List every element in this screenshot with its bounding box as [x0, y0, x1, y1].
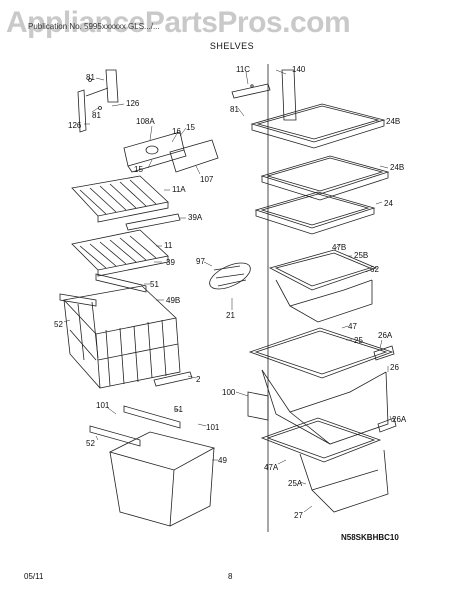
- callout-11c: 11C: [236, 65, 250, 74]
- crisper-cover-47: [248, 327, 394, 379]
- publication-line: Publication No. 5995xxxxxx GLS.../...: [28, 22, 160, 31]
- callout-100: 100: [222, 388, 236, 397]
- glass-shelf-24: [254, 191, 376, 235]
- drawing-code: N58SKBHBC10: [341, 533, 399, 542]
- support-100: [247, 391, 269, 421]
- callout-126: 126: [126, 99, 140, 108]
- callout-27: 27: [294, 511, 303, 520]
- callout-47: 47: [348, 322, 357, 331]
- callout-21: 21: [226, 311, 235, 320]
- callout-26a: 26A: [378, 331, 393, 340]
- callout-25b: 25B: [354, 251, 368, 260]
- callout-101: 101: [96, 401, 110, 410]
- basket-rail-52a: [59, 293, 97, 307]
- callout-15: 15: [186, 123, 195, 132]
- page-header: AppliancePartsPros.com Publication No. 5…: [0, 0, 464, 62]
- basket-rail-51a: [95, 273, 147, 293]
- callout-47a: 47A: [264, 463, 279, 472]
- callout-24b: 24B: [390, 163, 404, 172]
- bracket-126: [77, 69, 119, 133]
- callout-97: 97: [196, 257, 205, 266]
- callout-25: 25: [354, 336, 363, 345]
- callout-24b: 24B: [386, 117, 400, 126]
- crisper-drawer-25b: [275, 279, 373, 323]
- callout-52: 52: [86, 439, 95, 448]
- callout-62: 62: [370, 265, 379, 274]
- wire-shelf-11: [71, 229, 169, 277]
- callout-140: 140: [292, 65, 306, 74]
- callout-51: 51: [150, 280, 159, 289]
- slide-26a: [373, 345, 395, 361]
- leader-lines: [63, 69, 393, 513]
- slide-26a-lower: [377, 417, 397, 433]
- footer-date: 05/11: [24, 572, 44, 581]
- crisper-drawer-27: [299, 449, 389, 513]
- pan-49: [108, 431, 216, 527]
- callout-49b: 49B: [166, 296, 180, 305]
- shelf-rail-11c: [231, 83, 271, 99]
- callout-101: 101: [206, 423, 220, 432]
- callout-16: 16: [172, 127, 181, 136]
- page-number: 8: [228, 572, 233, 581]
- callout-26: 26: [390, 363, 399, 372]
- glass-shelf-24b-lower: [260, 155, 390, 201]
- trim-39a: [125, 213, 181, 231]
- watermark-logo: AppliancePartsPros.com: [6, 6, 351, 39]
- callout-26a: 26A: [392, 415, 407, 424]
- trim-2: [153, 371, 193, 387]
- callout-81: 81: [230, 105, 239, 114]
- wire-basket-49b: [63, 285, 181, 389]
- callout-11: 11: [164, 241, 173, 250]
- parts-diagram: 81 126 81 126 108A 16 15 15 107 11C 140 …: [54, 64, 407, 532]
- crisper-cover-47b: [268, 249, 378, 291]
- callout-108a: 108A: [136, 117, 155, 126]
- callout-47b: 47B: [332, 243, 346, 252]
- section-title: SHELVES: [209, 41, 255, 51]
- callout-11a: 11A: [172, 185, 186, 194]
- callout-81: 81: [86, 73, 95, 82]
- callout-107: 107: [200, 175, 214, 184]
- shelf-bracket-140: [281, 69, 297, 121]
- callout-49: 49: [218, 456, 227, 465]
- callout-15: 15: [134, 165, 143, 174]
- callout-39: 39: [166, 258, 175, 267]
- callout-24: 24: [384, 199, 393, 208]
- callout-2: 2: [196, 375, 201, 384]
- callout-52: 52: [54, 320, 63, 329]
- crisper-cover-47a: [260, 417, 382, 463]
- callout-51: 51: [174, 405, 183, 414]
- callout-81: 81: [92, 111, 101, 120]
- callout-126: 126: [68, 121, 82, 130]
- rail-51b: [123, 405, 181, 429]
- glass-shelf-24b-upper: [250, 103, 386, 149]
- rail-52b: [89, 425, 141, 447]
- humidity-control-97: [209, 262, 251, 290]
- wire-shelf-11a: [71, 175, 169, 223]
- crisper-drawer-25: [261, 369, 389, 445]
- light-housing-108a: [123, 131, 219, 173]
- callout-25a: 25A: [288, 479, 303, 488]
- callout-39a: 39A: [188, 213, 203, 222]
